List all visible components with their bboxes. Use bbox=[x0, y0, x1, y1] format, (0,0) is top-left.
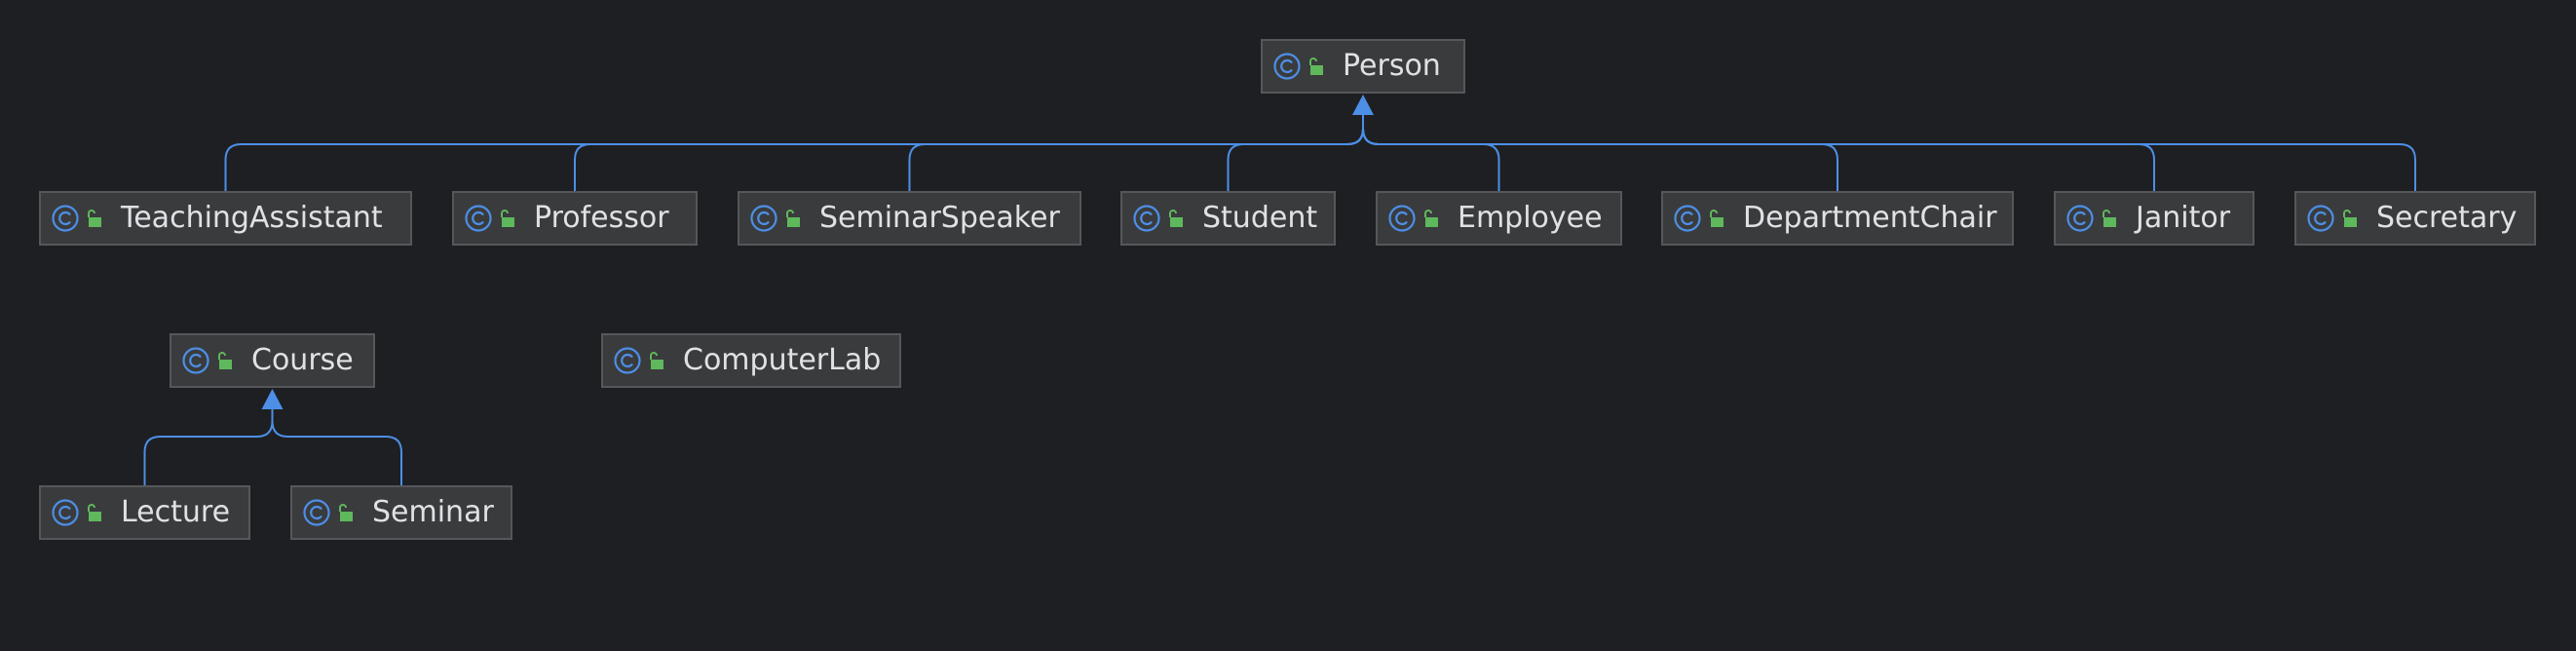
edge-lecture-to-course bbox=[143, 402, 274, 485]
class-node-computer-lab[interactable]: ComputerLab bbox=[601, 333, 901, 388]
class-node-student[interactable]: Student bbox=[1120, 191, 1336, 246]
class-c-icon bbox=[1273, 53, 1301, 80]
public-lock-icon bbox=[2102, 210, 2116, 227]
class-name: Professor bbox=[534, 201, 669, 235]
class-c-icon bbox=[2307, 205, 2334, 232]
public-lock-icon bbox=[786, 210, 800, 227]
class-name: Employee bbox=[1458, 201, 1603, 235]
class-c-icon bbox=[750, 205, 777, 232]
class-node-seminar[interactable]: Seminar bbox=[290, 485, 512, 540]
edge-teaching-assistant-to-person bbox=[224, 107, 1364, 191]
class-name: Lecture bbox=[121, 495, 231, 529]
class-name: Janitor bbox=[2136, 201, 2231, 235]
class-name: Person bbox=[1343, 49, 1441, 83]
class-name: ComputerLab bbox=[683, 343, 882, 377]
public-lock-icon bbox=[1309, 57, 1323, 75]
inheritance-arrowhead-person bbox=[1352, 95, 1374, 115]
class-node-secretary[interactable]: Secretary bbox=[2294, 191, 2536, 246]
public-lock-icon bbox=[218, 352, 232, 369]
class-name: Seminar bbox=[372, 495, 494, 529]
class-node-janitor[interactable]: Janitor bbox=[2054, 191, 2254, 246]
public-lock-icon bbox=[1710, 210, 1724, 227]
class-node-seminar-speaker[interactable]: SeminarSpeaker bbox=[738, 191, 1081, 246]
class-node-department-chair[interactable]: DepartmentChair bbox=[1661, 191, 2014, 246]
public-lock-icon bbox=[339, 504, 353, 521]
class-c-icon bbox=[1388, 205, 1416, 232]
public-lock-icon bbox=[1424, 210, 1438, 227]
class-name: Student bbox=[1202, 201, 1318, 235]
class-node-employee[interactable]: Employee bbox=[1376, 191, 1622, 246]
inheritance-arrowhead-course bbox=[261, 389, 284, 409]
class-node-professor[interactable]: Professor bbox=[452, 191, 698, 246]
class-node-course[interactable]: Course bbox=[170, 333, 375, 388]
class-c-icon bbox=[614, 347, 641, 374]
class-name: SeminarSpeaker bbox=[819, 201, 1060, 235]
edge-student-to-person bbox=[1227, 107, 1364, 191]
class-c-icon bbox=[1674, 205, 1701, 232]
edge-employee-to-person bbox=[1362, 107, 1500, 191]
public-lock-icon bbox=[501, 210, 514, 227]
class-name: TeachingAssistant bbox=[121, 201, 383, 235]
edge-janitor-to-person bbox=[1362, 107, 2155, 191]
class-c-icon bbox=[465, 205, 492, 232]
public-lock-icon bbox=[88, 210, 101, 227]
class-node-lecture[interactable]: Lecture bbox=[39, 485, 250, 540]
public-lock-icon bbox=[1169, 210, 1183, 227]
inheritance-group-course bbox=[143, 389, 402, 485]
class-c-icon bbox=[1133, 205, 1160, 232]
class-name: Course bbox=[251, 343, 354, 377]
class-name: Secretary bbox=[2376, 201, 2518, 235]
class-c-icon bbox=[182, 347, 209, 374]
edge-department-chair-to-person bbox=[1362, 107, 1838, 191]
class-c-icon bbox=[303, 499, 330, 526]
edge-secretary-to-person bbox=[1362, 107, 2416, 191]
class-node-teaching-assistant[interactable]: TeachingAssistant bbox=[39, 191, 412, 246]
edge-seminar-speaker-to-person bbox=[908, 107, 1364, 191]
edge-seminar-to-course bbox=[271, 402, 402, 485]
public-lock-icon bbox=[650, 352, 663, 369]
class-node-person[interactable]: Person bbox=[1261, 39, 1465, 94]
class-c-icon bbox=[52, 205, 79, 232]
edge-professor-to-person bbox=[574, 107, 1364, 191]
public-lock-icon bbox=[88, 504, 101, 521]
class-c-icon bbox=[2066, 205, 2094, 232]
class-c-icon bbox=[52, 499, 79, 526]
public-lock-icon bbox=[2343, 210, 2357, 227]
class-name: DepartmentChair bbox=[1743, 201, 1997, 235]
inheritance-group-person bbox=[224, 95, 2416, 191]
